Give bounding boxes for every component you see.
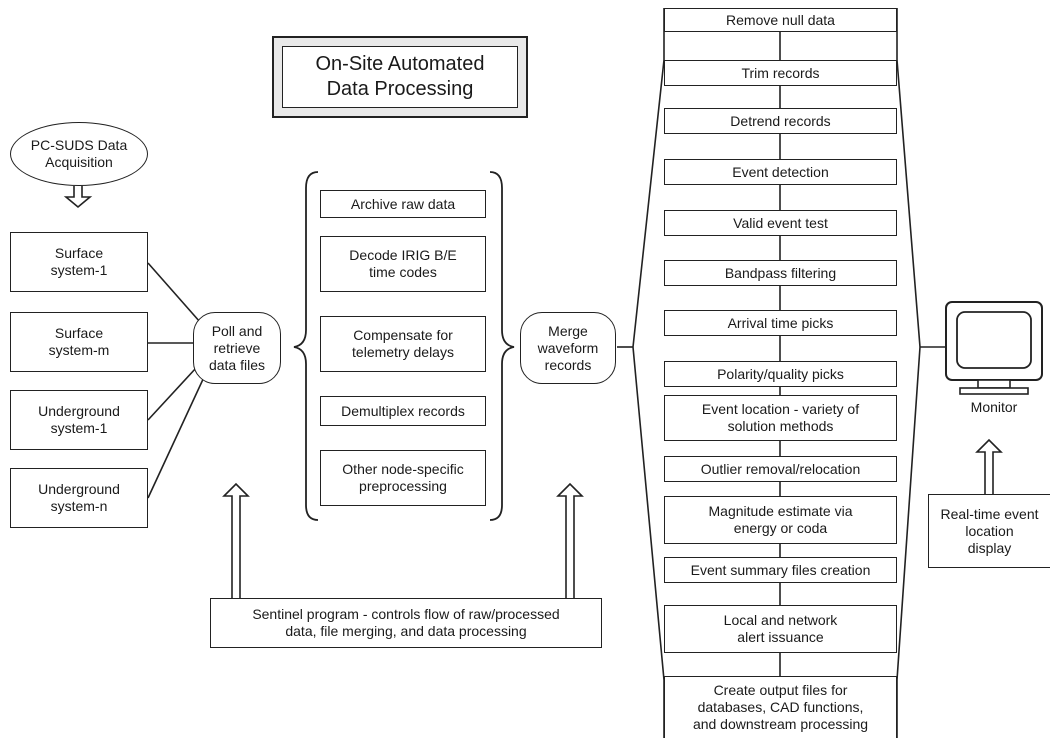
step-bandpass-filtering: Bandpass filtering (664, 260, 897, 286)
processing-column-outline (632, 8, 665, 738)
acquisition-arrow (63, 186, 93, 209)
step-compensate-telemetry: Compensate for telemetry delays (320, 316, 486, 372)
step-trim-records: Trim records (664, 60, 897, 86)
system-underground-n: Underground system-n (10, 468, 148, 528)
sentinel-program: Sentinel program - controls flow of raw/… (210, 598, 602, 648)
poll-retrieve-node: Poll and retrieve data files (193, 312, 281, 384)
step-detrend-records: Detrend records (664, 108, 897, 134)
step-arrival-time-picks: Arrival time picks (664, 310, 897, 336)
diagram-title: On-Site Automated Data Processing (282, 46, 518, 108)
left-brace (293, 171, 319, 521)
step-decode-irig: Decode IRIG B/E time codes (320, 236, 486, 292)
connector-surface-1 (147, 262, 201, 323)
step-demultiplex: Demultiplex records (320, 396, 486, 426)
monitor-label: Monitor (970, 398, 1018, 415)
step-event-summary: Event summary files creation (664, 557, 897, 583)
system-underground-1: Underground system-1 (10, 390, 148, 450)
sentinel-arrow-right (556, 482, 584, 598)
step-magnitude-estimate: Magnitude estimate via energy or coda (664, 496, 897, 544)
step-polarity-quality: Polarity/quality picks (664, 361, 897, 387)
connector-underground-1 (147, 367, 197, 421)
step-create-output-files: Create output files for databases, CAD f… (664, 676, 897, 738)
step-event-detection: Event detection (664, 159, 897, 185)
monitor-icon (945, 301, 1043, 395)
step-outlier-removal: Outlier removal/relocation (664, 456, 897, 482)
step-event-location: Event location - variety of solution met… (664, 395, 897, 441)
step-archive-raw-data: Archive raw data (320, 190, 486, 218)
connector-underground-n (147, 374, 206, 499)
sentinel-arrow-left (222, 482, 250, 598)
step-node-specific: Other node-specific preprocessing (320, 450, 486, 506)
system-surface-m: Surface system-m (10, 312, 148, 372)
right-brace (489, 171, 515, 521)
step-alert-issuance: Local and network alert issuance (664, 605, 897, 653)
title-frame: On-Site Automated Data Processing (272, 36, 528, 118)
realtime-display-node: Real-time event location display (928, 494, 1050, 568)
merge-waveform-node: Merge waveform records (520, 312, 616, 384)
processing-column-outline-right (896, 8, 921, 738)
realtime-arrow (975, 438, 1003, 494)
step-valid-event-test: Valid event test (664, 210, 897, 236)
acquisition-node: PC-SUDS Data Acquisition (10, 122, 148, 186)
step-remove-null-data: Remove null data (664, 8, 897, 32)
system-surface-1: Surface system-1 (10, 232, 148, 292)
